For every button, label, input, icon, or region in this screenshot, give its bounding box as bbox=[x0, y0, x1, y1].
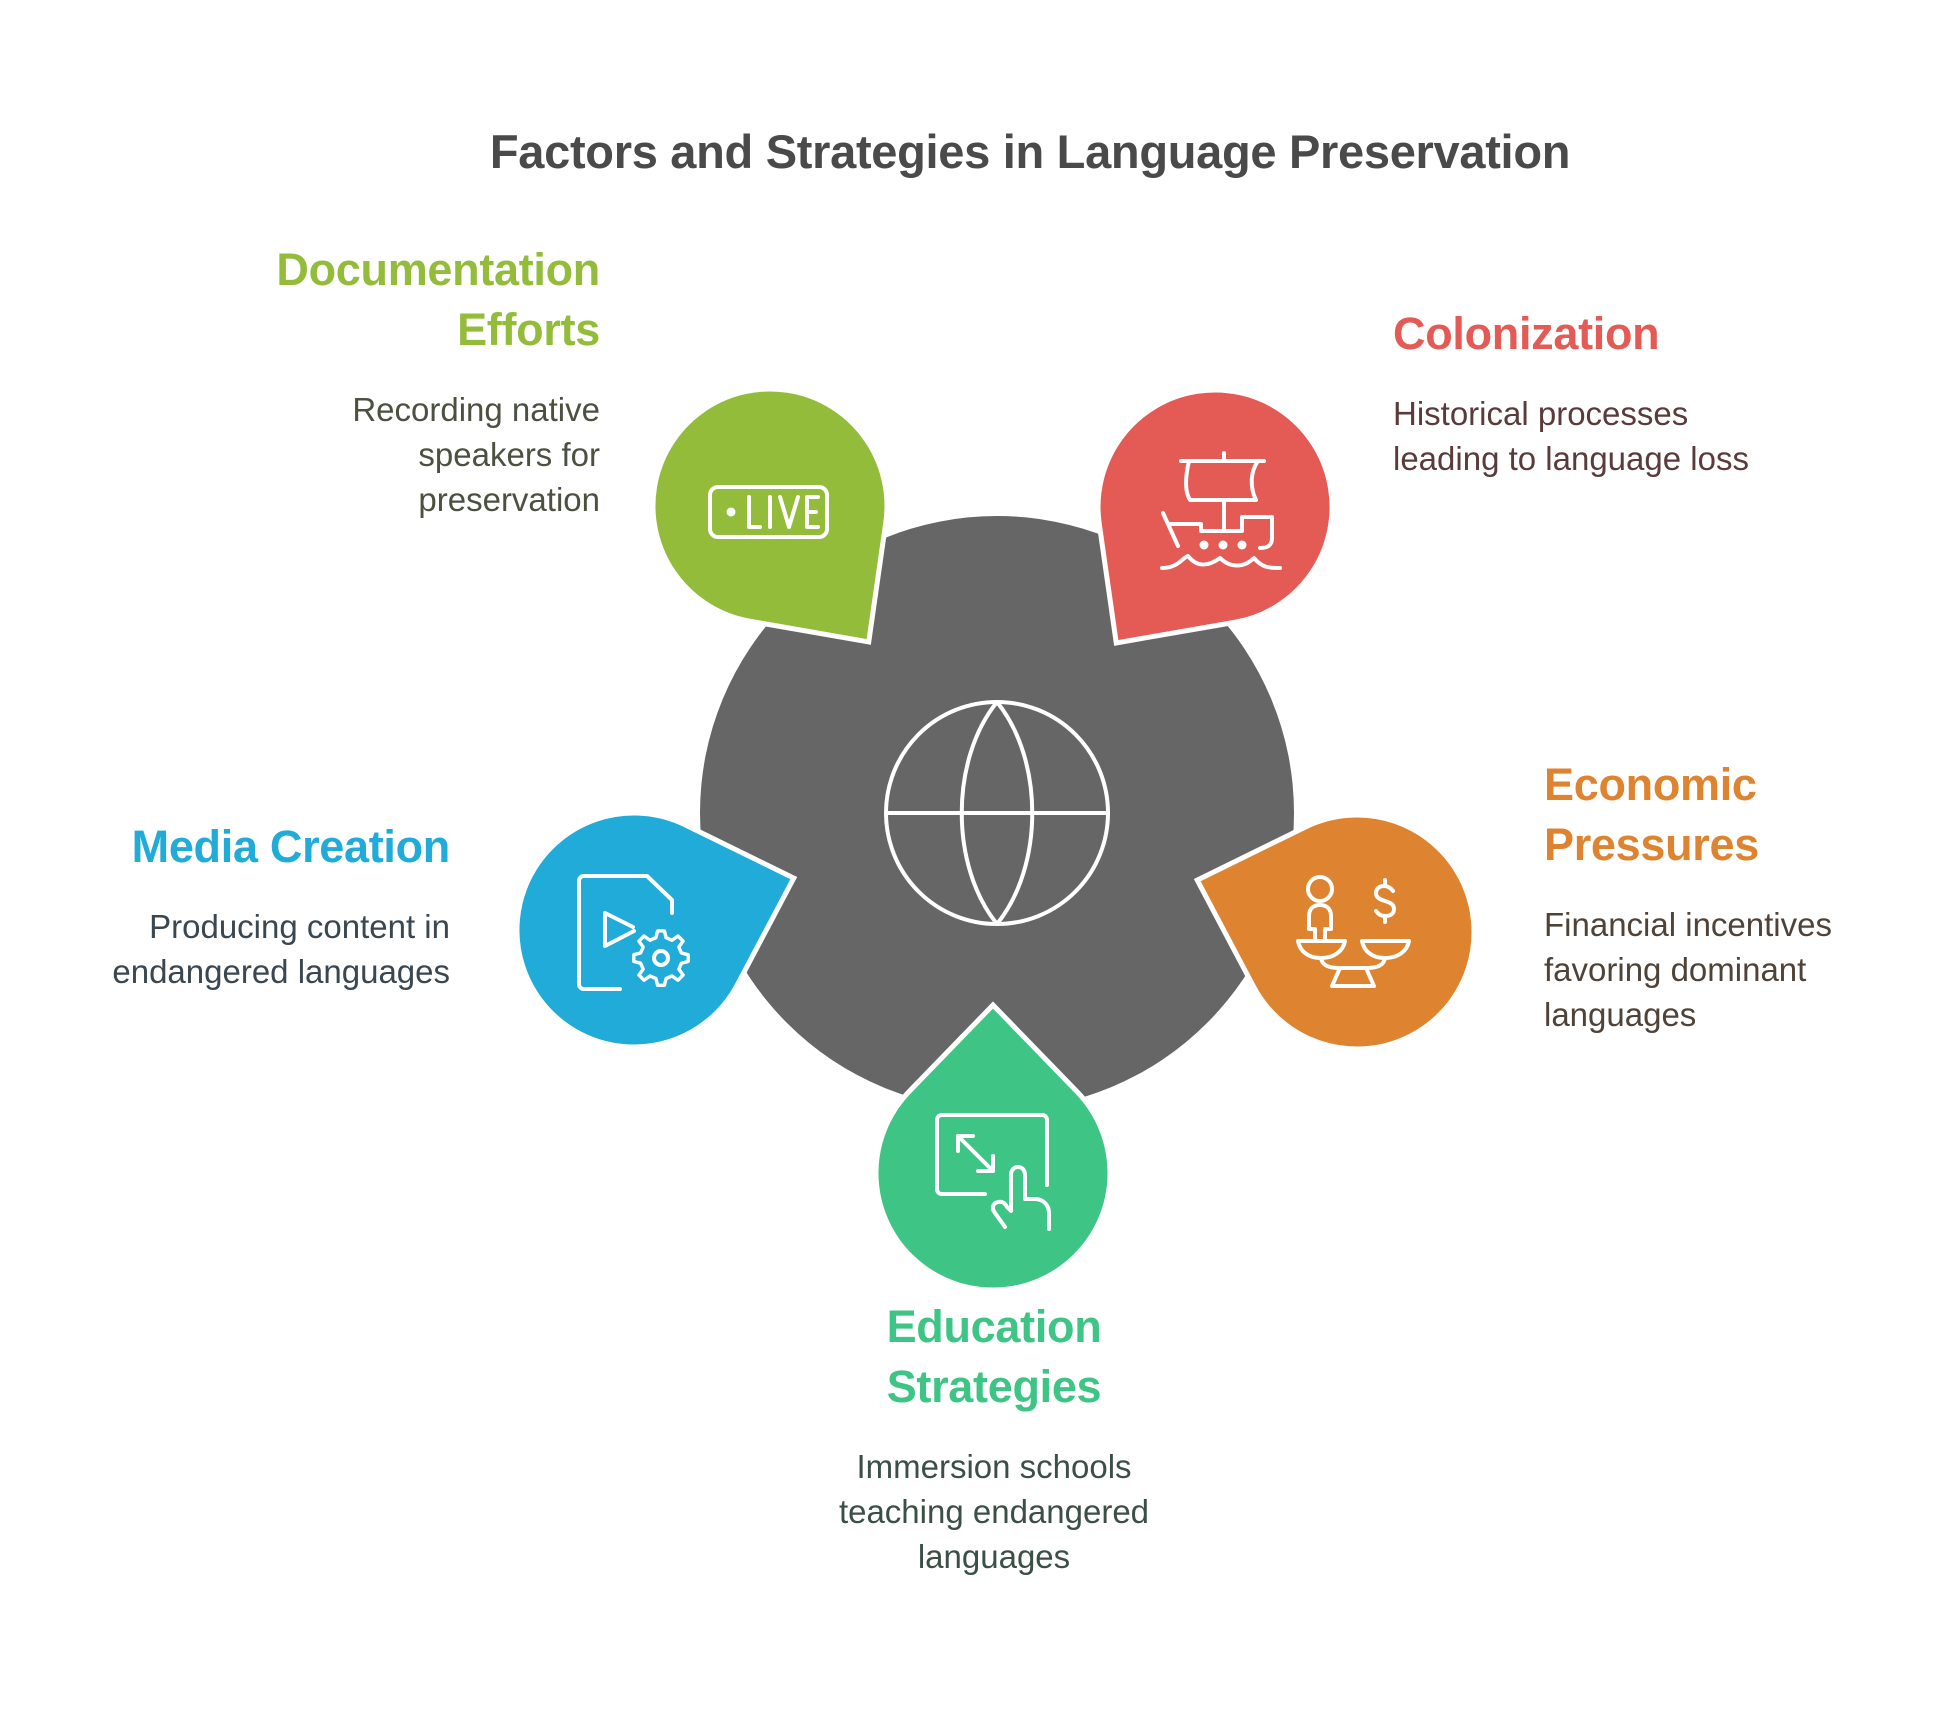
education-label: Education Strategies Immersion schools t… bbox=[794, 1297, 1194, 1579]
economic-label: Economic Pressures Financial incentives … bbox=[1544, 755, 1944, 1037]
heading-line: Pressures bbox=[1544, 819, 1759, 870]
colonization-heading: Colonization bbox=[1393, 304, 1913, 364]
colonization-label: Colonization Historical processes leadin… bbox=[1393, 304, 1913, 481]
ship-icon bbox=[1160, 451, 1282, 570]
heading-line: Documentation bbox=[276, 244, 600, 295]
description-line: favoring dominant bbox=[1544, 951, 1807, 988]
description-line: Immersion schools bbox=[856, 1448, 1132, 1485]
description-line: teaching endangered bbox=[838, 1493, 1150, 1530]
heading-line: Strategies bbox=[886, 1361, 1102, 1412]
media-description: Producing content in endangered language… bbox=[40, 904, 450, 994]
balance-scale-person-dollar-icon bbox=[1296, 875, 1411, 988]
touch-screen-resize-icon bbox=[935, 1113, 1051, 1231]
heading-line: Colonization bbox=[1393, 308, 1660, 359]
live-badge-icon bbox=[708, 485, 829, 539]
diagram-title: Factors and Strategies in Language Prese… bbox=[489, 125, 1571, 178]
economic-heading: Economic Pressures bbox=[1544, 755, 1944, 875]
description-line: languages bbox=[1544, 996, 1697, 1033]
education-heading: Education Strategies bbox=[794, 1297, 1194, 1417]
description-line: languages bbox=[917, 1538, 1071, 1575]
description-line: Historical processes bbox=[1393, 395, 1689, 432]
heading-line: Education bbox=[886, 1301, 1102, 1352]
documentation-heading: Documentation Efforts bbox=[200, 240, 600, 360]
video-file-settings-icon bbox=[577, 874, 690, 991]
description-line: endangered languages bbox=[112, 953, 450, 990]
media-heading: Media Creation bbox=[40, 817, 451, 877]
heading-line: Efforts bbox=[457, 304, 600, 355]
heading-line: Economic bbox=[1544, 759, 1757, 810]
description-line: speakers for bbox=[418, 436, 600, 473]
description-line: Producing content in bbox=[149, 908, 450, 945]
description-line: leading to language loss bbox=[1393, 440, 1749, 477]
education-description: Immersion schools teaching endangered la… bbox=[794, 1444, 1194, 1579]
documentation-label: Documentation Efforts Recording native s… bbox=[200, 240, 600, 522]
economic-description: Financial incentives favoring dominant l… bbox=[1544, 902, 1944, 1037]
documentation-description: Recording native speakers for preservati… bbox=[200, 387, 600, 522]
colonization-description: Historical processes leading to language… bbox=[1393, 391, 1913, 481]
description-line: Recording native bbox=[352, 391, 600, 428]
description-line: preservation bbox=[418, 481, 600, 518]
heading-line: Media Creation bbox=[131, 821, 451, 872]
description-line: Financial incentives bbox=[1544, 906, 1832, 943]
globe-icon bbox=[884, 700, 1110, 926]
media-label: Media Creation Producing content in enda… bbox=[40, 817, 450, 994]
